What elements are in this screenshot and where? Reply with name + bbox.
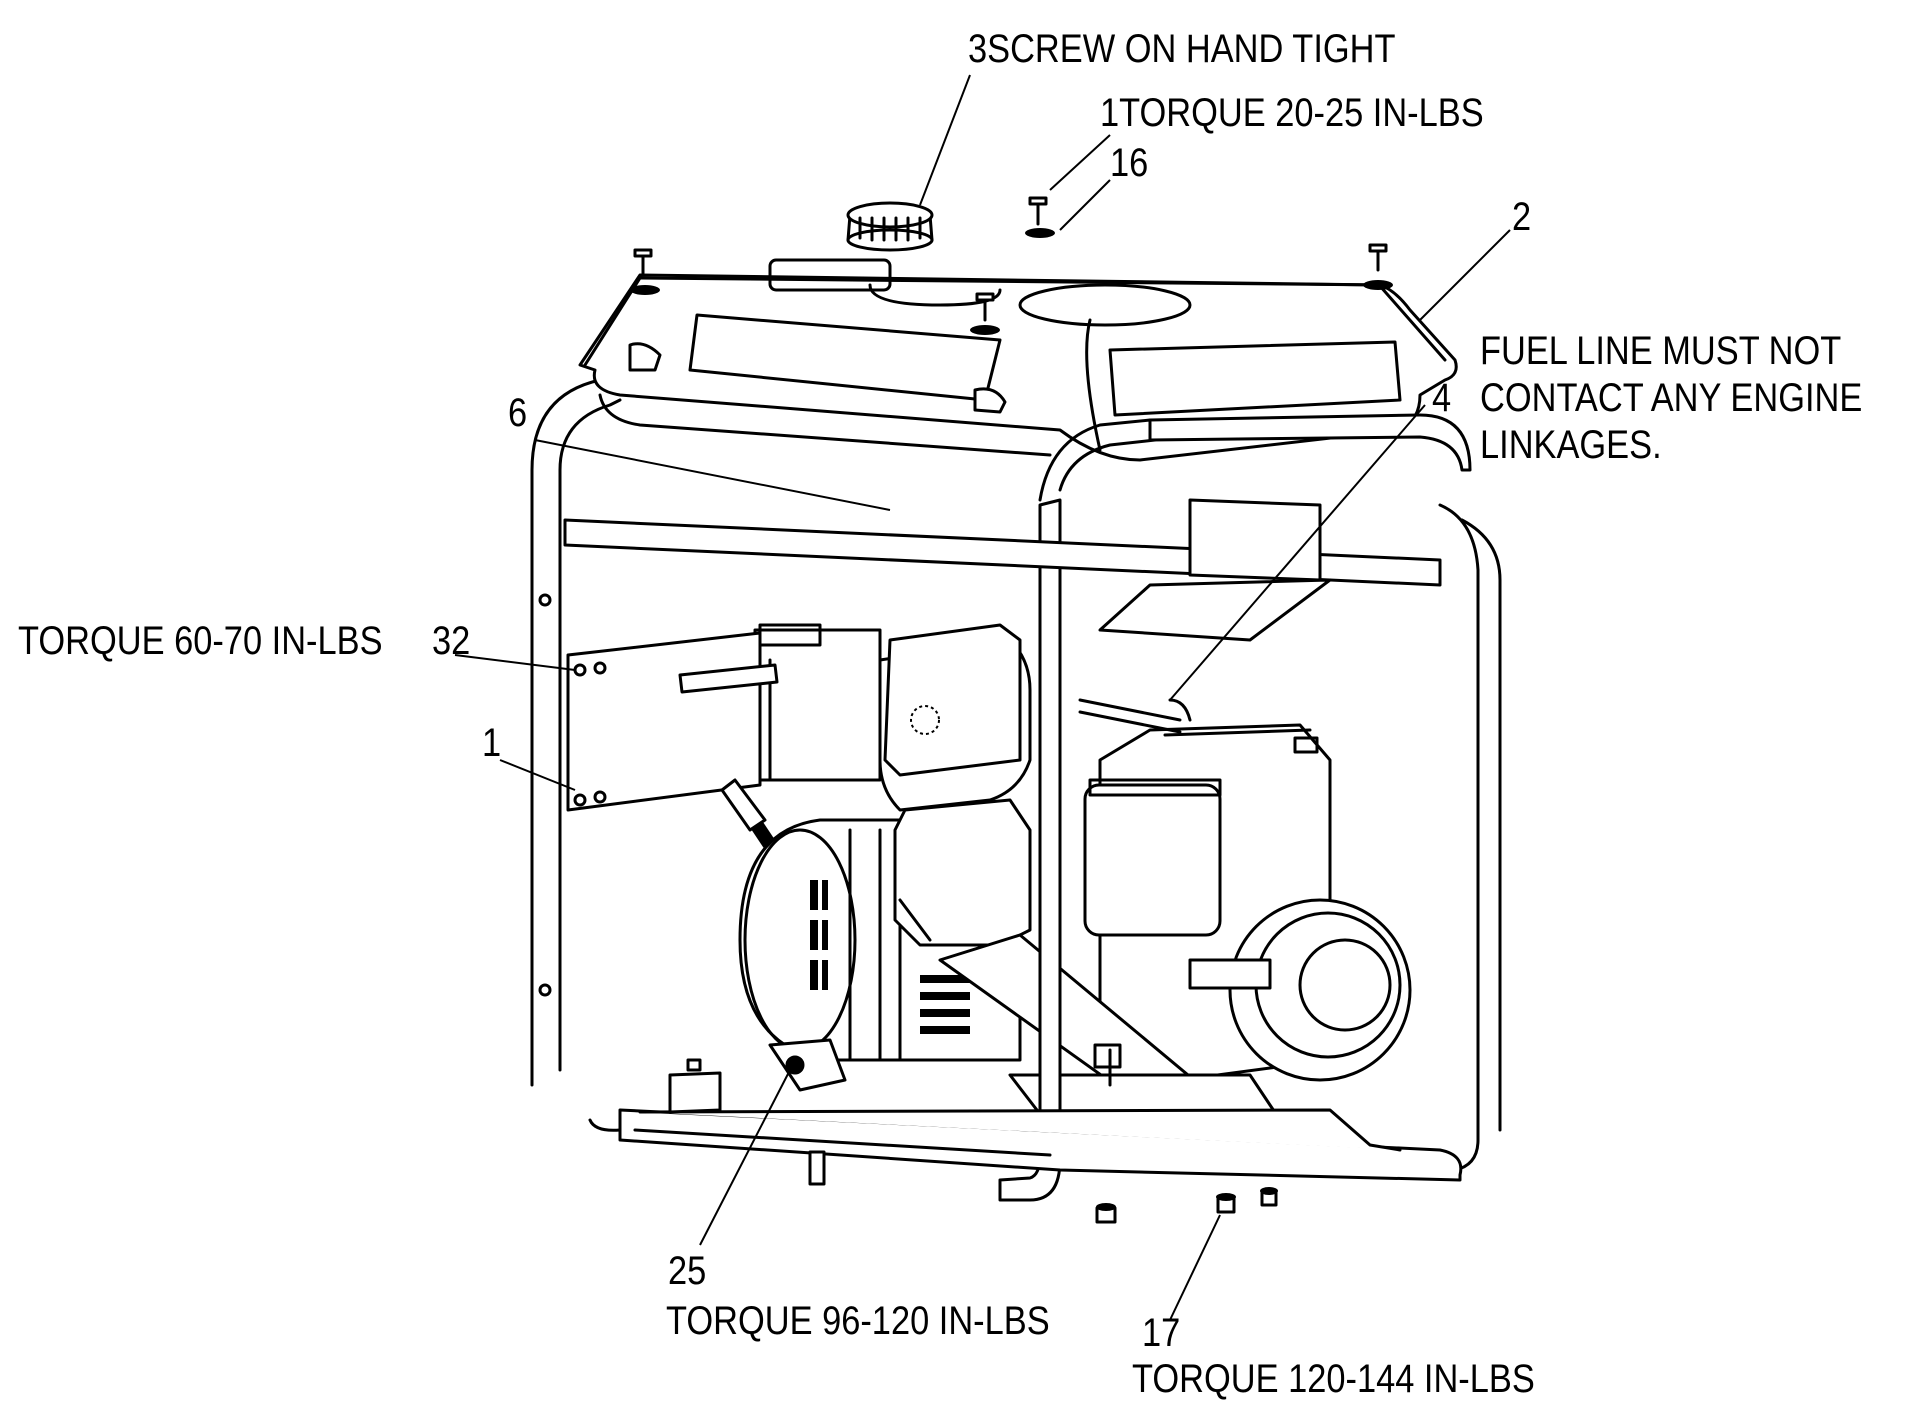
callout-1-top-text: TORQUE 20-25 IN-LBS xyxy=(1119,91,1484,135)
torque-note-left: TORQUE 60-70 IN-LBS xyxy=(18,619,383,663)
alternator-foot-icon xyxy=(768,1038,847,1092)
callout-25: 25 xyxy=(668,1249,707,1293)
callout-4: 4 xyxy=(1432,376,1452,420)
torque-note-25: TORQUE 96-120 IN-LBS xyxy=(666,1299,1050,1343)
callout-17: 17 xyxy=(1142,1311,1181,1355)
tank-screw-icon xyxy=(630,196,1393,335)
callout-3: 3SCREW ON HAND TIGHT xyxy=(968,26,1395,72)
fuel-cap-icon xyxy=(846,201,934,252)
torque-note-17: TORQUE 120-144 IN-LBS xyxy=(1132,1357,1535,1401)
fuel-line-note-line-2: CONTACT ANY ENGINE xyxy=(1480,376,1863,420)
callout-1-top: 1TORQUE 20-25 IN-LBS xyxy=(1100,90,1484,136)
frame-icon xyxy=(563,413,1472,1202)
leader-lines xyxy=(454,74,1511,1321)
callout-6: 6 xyxy=(508,391,528,435)
callout-2: 2 xyxy=(1512,195,1532,239)
fuel-tank-icon xyxy=(578,258,1458,462)
callout-32: 32 xyxy=(432,619,471,663)
rear-frame-icon xyxy=(530,376,1502,1172)
callout-1-left: 1 xyxy=(482,721,502,765)
callout-3-text: SCREW ON HAND TIGHT xyxy=(987,27,1396,71)
callout-3-number: 3 xyxy=(968,27,988,71)
callout-16: 16 xyxy=(1110,141,1149,185)
control-panel-icon xyxy=(566,631,779,850)
fuel-line-note-line-1: FUEL LINE MUST NOT xyxy=(1480,329,1842,373)
callout-1-top-number: 1 xyxy=(1100,91,1120,135)
engine-icon xyxy=(738,623,1412,1142)
fuel-line-note-line-3: LINKAGES. xyxy=(1480,423,1662,467)
foot-bracket-icon xyxy=(668,1071,722,1114)
